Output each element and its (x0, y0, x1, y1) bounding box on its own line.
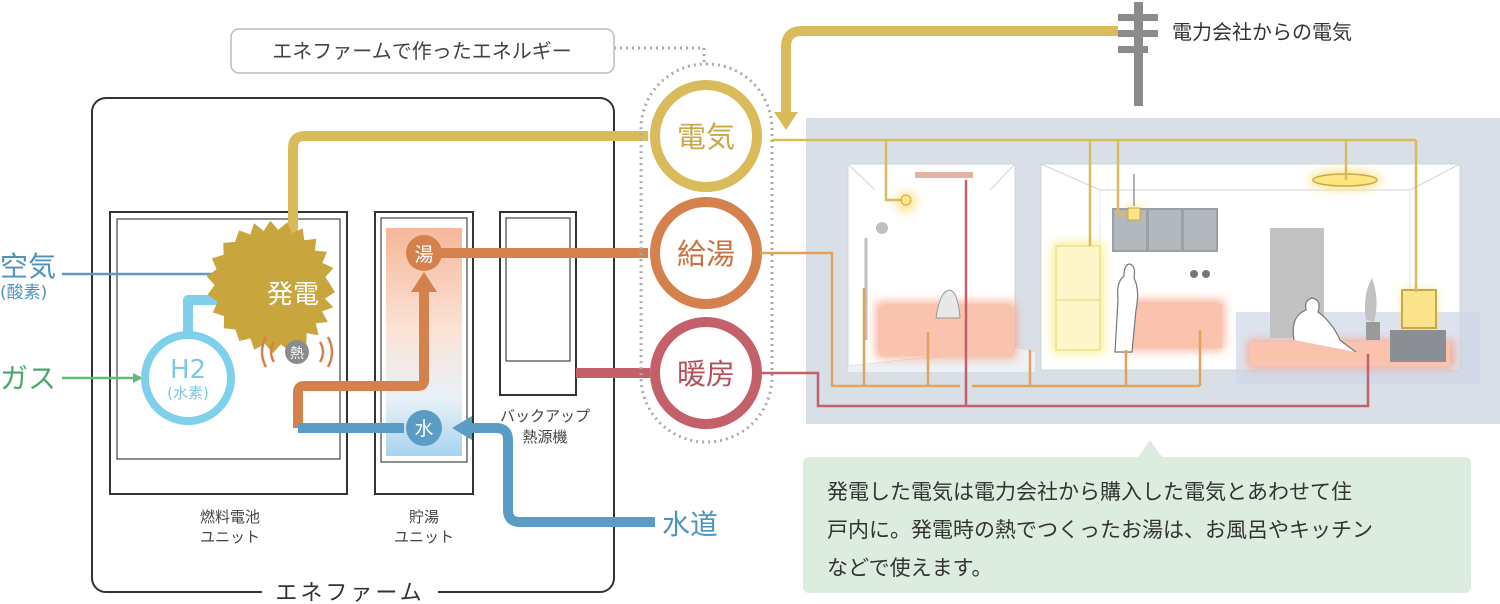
utility-pole-icon (1118, 2, 1158, 106)
hot-badge (406, 235, 442, 271)
energy-label: エネファームで作ったエネルギー (272, 39, 571, 63)
output-group-outline (639, 62, 774, 444)
energy-label-box (230, 28, 615, 74)
storage-label-2: ユニット (394, 528, 454, 546)
description-line-3: などで使えます。 (827, 556, 993, 580)
supply-water-pipe (470, 423, 655, 527)
description-note: 発電した電気は電力会社から購入した電気とあわせて住 戸内に。発電時の熱でつくった… (803, 457, 1471, 593)
supply-water-label: 水道 (662, 508, 718, 541)
electricity-output (650, 80, 762, 192)
h2-label: H2 (170, 355, 206, 385)
utility-power-line (781, 26, 1118, 112)
generation-sunburst (206, 220, 335, 354)
utility-label: 電力会社からの電気 (1172, 20, 1352, 44)
storage-label-1: 貯湯 (409, 508, 439, 526)
h2-circle (141, 331, 235, 425)
hot-water-output (650, 197, 762, 309)
gas-label: ガス (0, 362, 56, 395)
heat-to-tank-pipe (293, 290, 429, 428)
electricity-output-label: 電気 (677, 120, 735, 154)
generation-label: 発電 (267, 280, 319, 310)
description-line-2: 戸内に。発電時の熱でつくったお湯は、お風呂やキッチン (827, 518, 1373, 542)
backup-label-2: 熱源機 (522, 428, 567, 446)
hot-label: 湯 (414, 244, 433, 266)
water-badge (406, 410, 442, 446)
heat-label: 熱 (290, 346, 304, 362)
heat-badge (285, 340, 309, 364)
backup-unit (499, 211, 577, 396)
air-label: 空気 (0, 250, 56, 283)
electric-pipe (288, 131, 648, 250)
air-sub-label: (酸素) (0, 283, 47, 303)
h2-sub-label: (水素) (167, 384, 209, 402)
hot-water-output-label: 給湯 (677, 237, 735, 271)
heating-output (650, 317, 762, 429)
house-illustration (760, 118, 1500, 424)
note-pointer (1138, 440, 1162, 457)
description-line-1: 発電した電気は電力会社から購入した電気とあわせて住 (827, 480, 1352, 504)
fuel-cell-label-2: ユニット (200, 528, 260, 546)
fuel-cell-label-1: 燃料電池 (200, 508, 260, 526)
heating-output-label: 暖房 (677, 357, 735, 391)
water-label: 水 (414, 418, 433, 440)
system-name-label: エネファーム (275, 581, 424, 604)
backup-label-1: バックアップ (500, 407, 590, 425)
